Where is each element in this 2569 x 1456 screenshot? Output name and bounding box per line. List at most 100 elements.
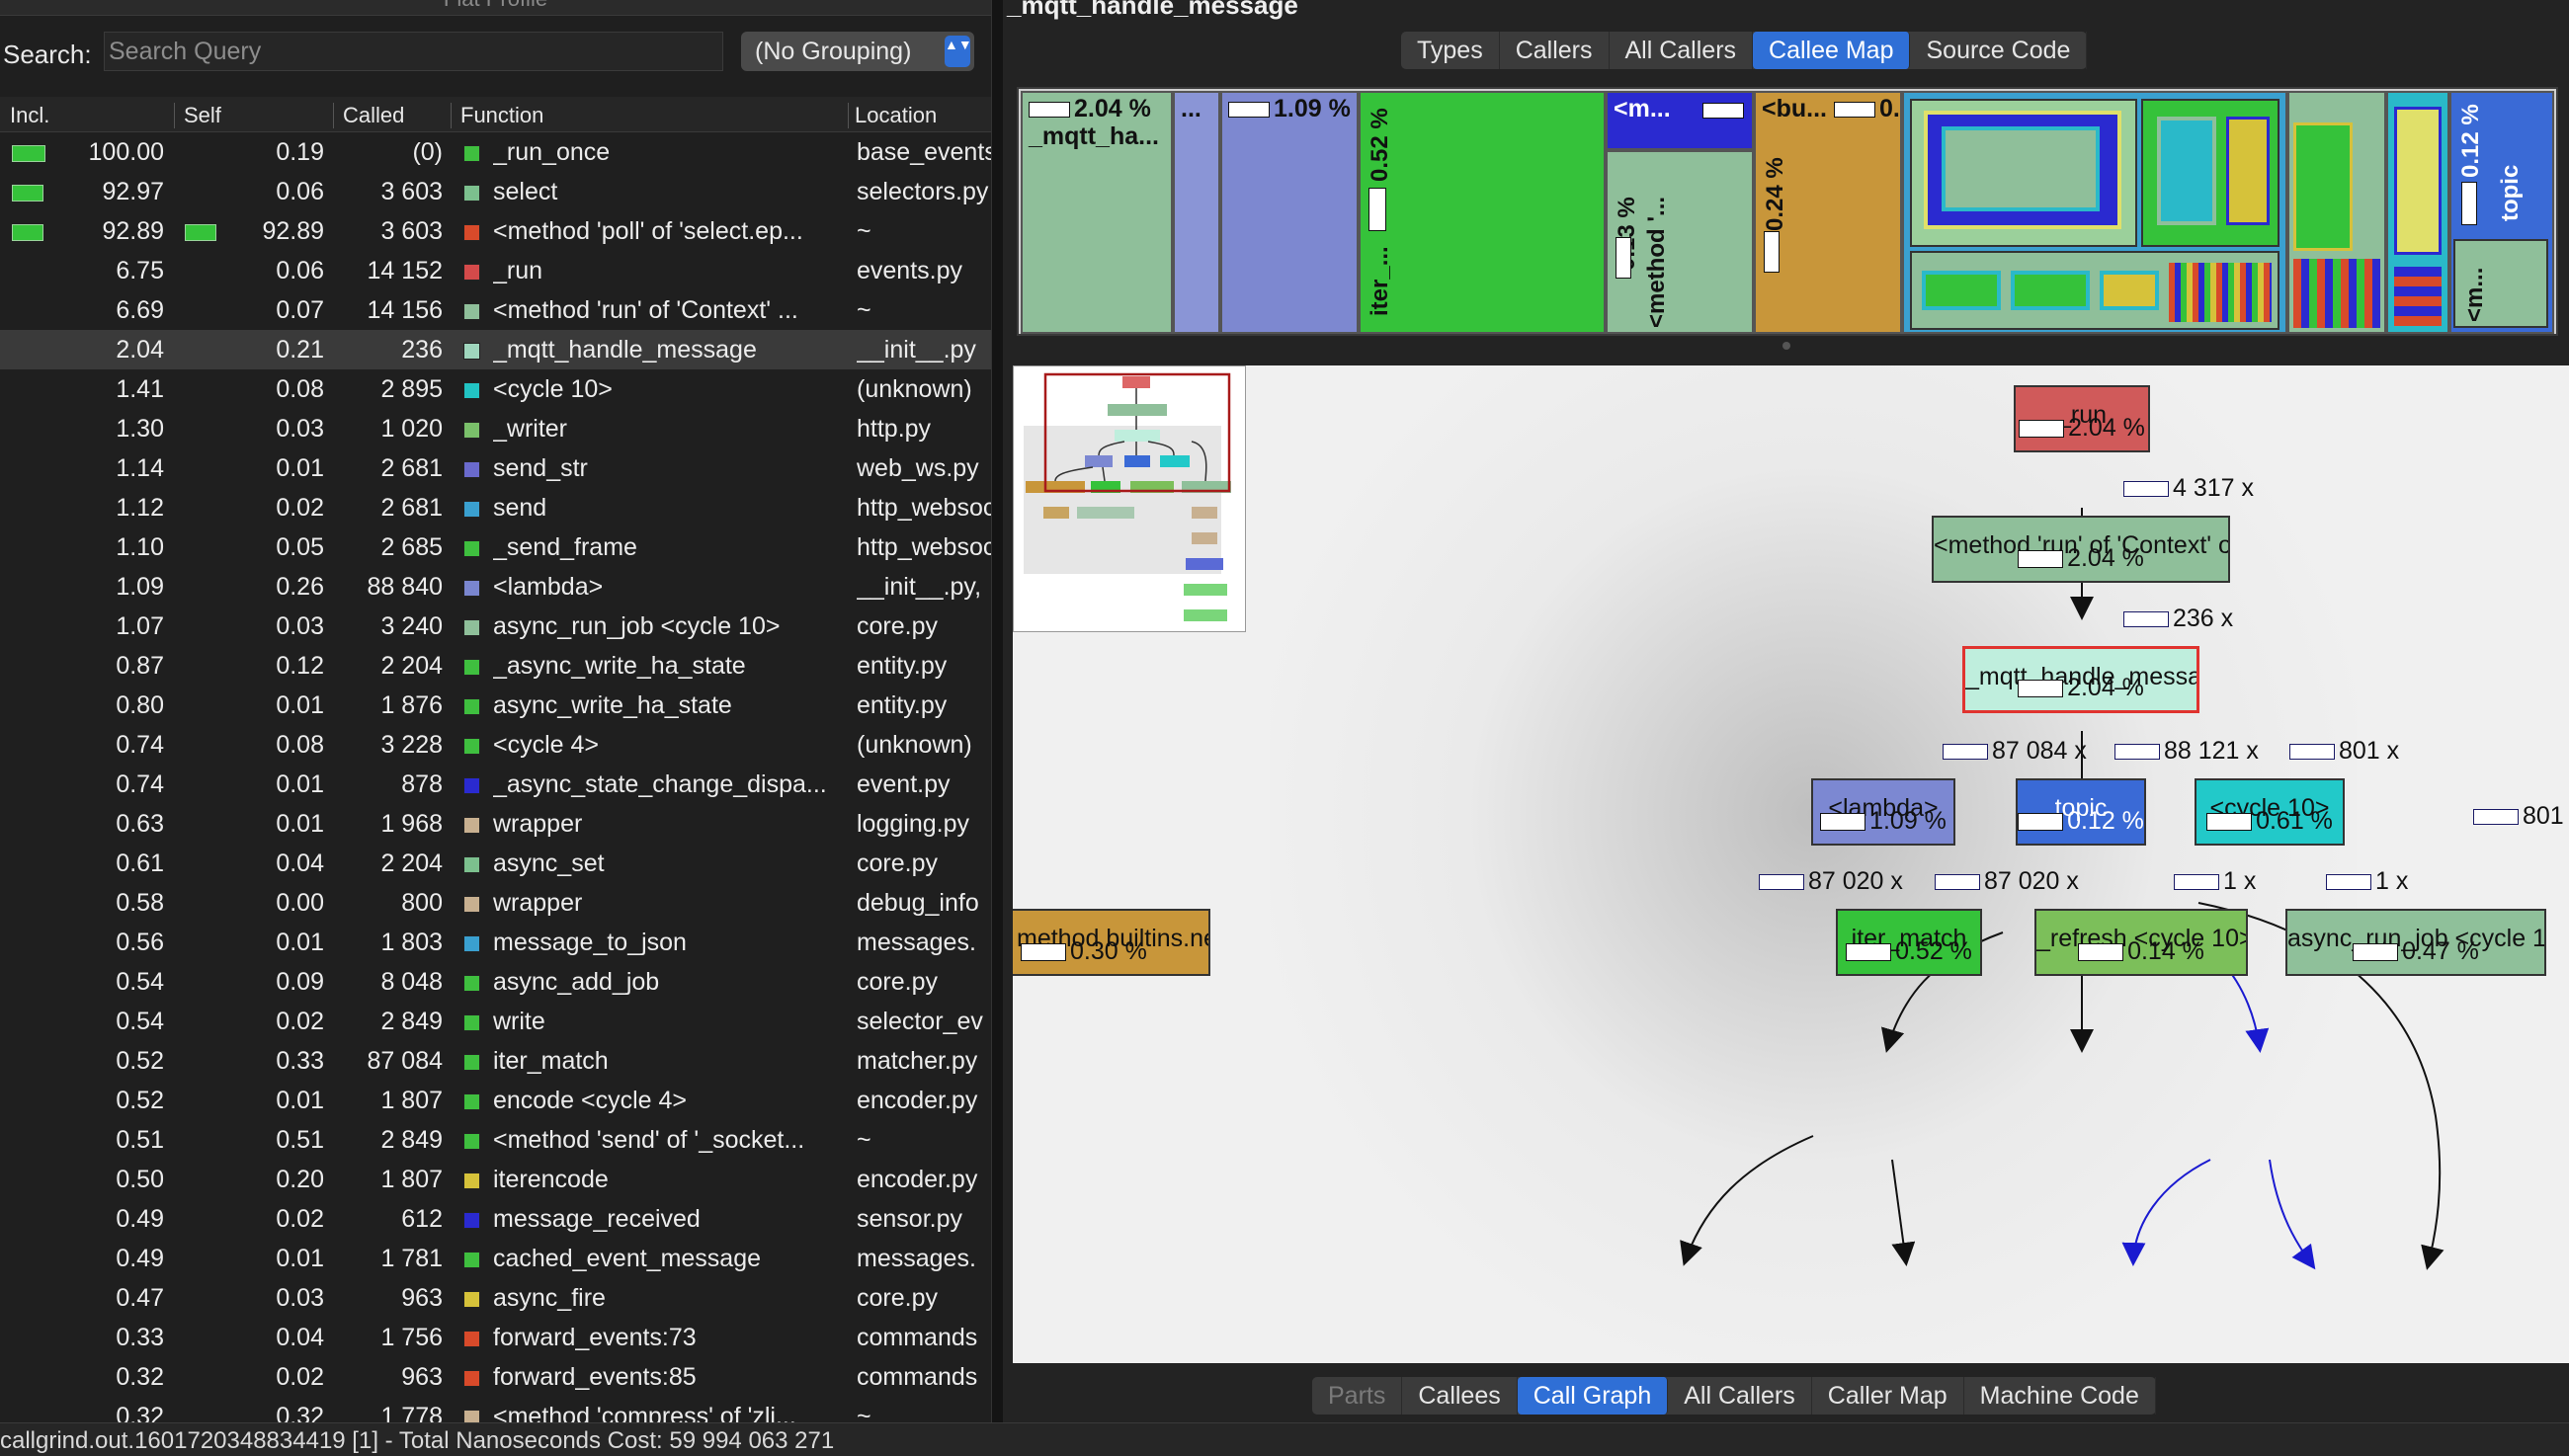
callee-map-sub-block[interactable] [2394, 267, 2442, 326]
tab-callers[interactable]: Callers [1500, 32, 1610, 69]
callee-map-block[interactable]: <m... [1606, 91, 1754, 150]
callee-map-sub-block[interactable] [2394, 107, 2442, 255]
callee-map-block[interactable]: 1.09 % [1220, 91, 1359, 334]
search-input[interactable] [104, 32, 723, 71]
graph-node-async-run-job[interactable]: async_run_job <cycle 10> 0.47 % [2285, 909, 2546, 976]
callee-map-sub-block[interactable] [2293, 122, 2353, 251]
graph-node-cycle-10[interactable]: <cycle 10> 0.61 % [2195, 778, 2345, 846]
callee-map-sub-block[interactable] [2169, 263, 2272, 322]
callee-map-sub-block[interactable]: <m... [2453, 239, 2548, 328]
column-separator[interactable] [333, 103, 334, 128]
tab-types[interactable]: Types [1401, 32, 1500, 69]
callee-map-sub-block[interactable] [1924, 111, 2121, 229]
callee-map-block[interactable]: 0.13 % <method '... [1606, 150, 1754, 334]
callee-map-block[interactable] [2287, 91, 2386, 334]
graph-node-context-run[interactable]: <method 'run' of 'Context' objects> 2.04… [1932, 516, 2230, 583]
tab-machine-code[interactable]: Machine Code [1964, 1377, 2156, 1415]
graph-node-iter-match[interactable]: iter_match 0.52 % [1836, 909, 1982, 976]
callee-map-sub-block[interactable] [1942, 126, 2100, 211]
column-header-called[interactable]: Called [343, 103, 405, 127]
tab-callee-map[interactable]: Callee Map [1753, 32, 1911, 69]
callee-map-block[interactable]: ... [1173, 91, 1220, 334]
callee-map-sub-block[interactable] [1910, 99, 2137, 247]
cost-bar [1935, 874, 1980, 891]
column-header-function[interactable]: Function [460, 103, 544, 127]
tab-call-graph[interactable]: Call Graph [1517, 1377, 1669, 1415]
callee-map-sub-block[interactable] [2011, 271, 2090, 310]
callee-map[interactable]: 2.04 % _mqtt_ha... ... 1.09 % 0.52 % ite… [1017, 87, 2558, 336]
callee-map-block[interactable]: 0.12 % topic <m... [2449, 91, 2554, 334]
graph-node-run[interactable]: _run 2.04 % [2014, 385, 2150, 452]
function-color-swatch [463, 145, 480, 162]
graph-node-builtins-next[interactable]: method builtins.next> 0.30 % [1013, 909, 1210, 976]
callee-map-block[interactable]: 0.52 % iter_... [1359, 91, 1606, 334]
column-separator[interactable] [848, 103, 849, 128]
callee-map-sub-block[interactable] [2100, 271, 2159, 310]
tab-parts[interactable]: Parts [1312, 1377, 1403, 1415]
graph-node-lambda[interactable]: <lambda> 1.09 % [1811, 778, 1955, 846]
map-graph-splitter[interactable] [1017, 340, 2558, 352]
graph-node-topic[interactable]: topic 0.12 % [2016, 778, 2146, 846]
column-separator[interactable] [451, 103, 452, 128]
tab-caller-map[interactable]: Caller Map [1812, 1377, 1964, 1415]
column-header-self[interactable]: Self [184, 103, 221, 127]
tab-all-callers[interactable]: All Callers [1610, 32, 1754, 69]
grouping-select[interactable]: (No Grouping) ▲▼ [741, 32, 974, 71]
callee-map-block[interactable]: 2.04 % _mqtt_ha... [1021, 91, 1173, 334]
graph-node-mqtt-handle-message[interactable]: _mqtt_handle_message 2.04 % [1962, 646, 2199, 713]
tab-source-code[interactable]: Source Code [1910, 32, 2088, 69]
graph-overview-minimap[interactable] [1013, 365, 1246, 632]
callee-map-block[interactable] [1902, 91, 2287, 334]
callee-map-sub-block[interactable] [1922, 271, 2001, 310]
callee-map-sub-block[interactable] [2226, 117, 2270, 225]
column-header-incl[interactable]: Incl. [10, 103, 50, 127]
call-graph[interactable]: _run 2.04 % <method 'run' of 'Context' o… [1013, 365, 2569, 1363]
graph-node-refresh-cycle-10[interactable]: _refresh <cycle 10> 0.14 % [2034, 909, 2248, 976]
tab-all-callers[interactable]: All Callers [1668, 1377, 1812, 1415]
callee-map-sub-block[interactable] [2141, 99, 2279, 247]
minimap-node [1184, 609, 1227, 621]
callee-map-block[interactable]: <bu... 0.30 % 0.24 % [1754, 91, 1902, 334]
pane-splitter[interactable] [991, 0, 1003, 1422]
callee-map-sub-block[interactable] [1910, 251, 2279, 330]
column-header-location[interactable]: Location [855, 103, 938, 127]
callee-map-sub-block[interactable] [2157, 117, 2216, 225]
column-separator[interactable] [174, 103, 175, 128]
callee-map-block[interactable] [2386, 91, 2449, 334]
tab-callees[interactable]: Callees [1402, 1377, 1518, 1415]
callee-map-sub-block[interactable] [2293, 259, 2380, 328]
